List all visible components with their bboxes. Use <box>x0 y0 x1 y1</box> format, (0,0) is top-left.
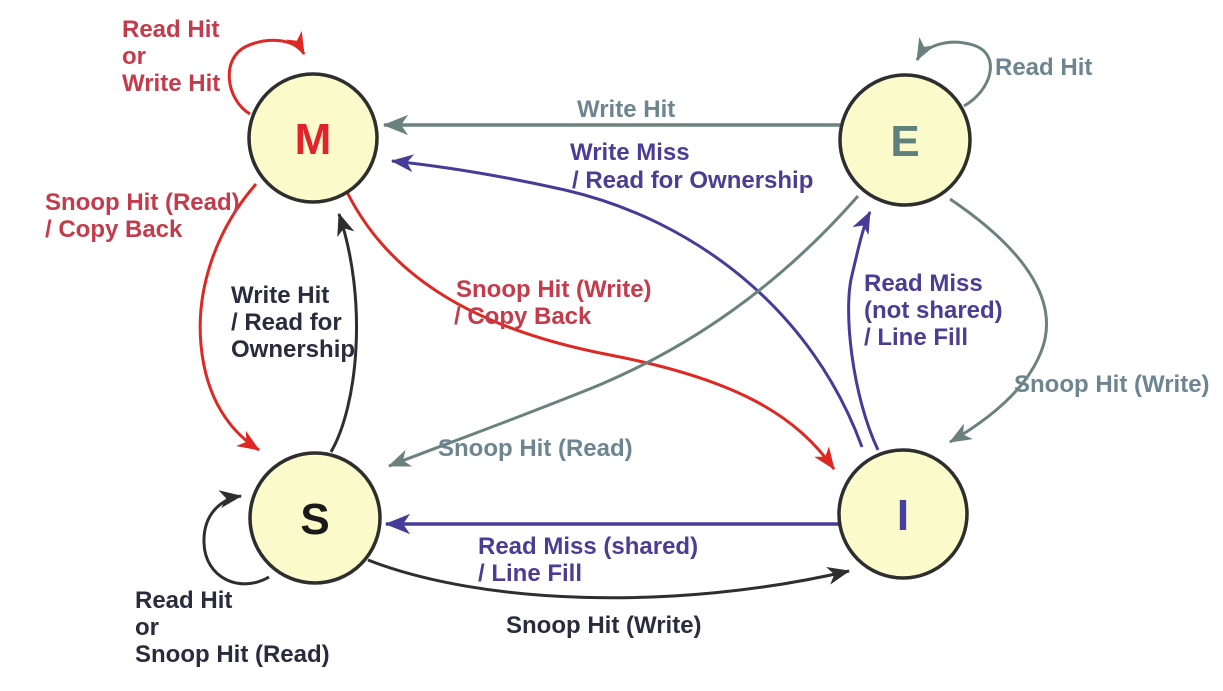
edge-e-self-loop <box>915 36 992 108</box>
edge-m-to-s <box>198 183 260 452</box>
edge-m-self-loop <box>227 30 306 116</box>
label-i-to-m-line2: / Read for Ownership <box>572 167 813 194</box>
label-e-to-s: Snoop Hit (Read) <box>438 435 633 462</box>
edge-e-to-i <box>949 197 1049 444</box>
label-m-self-line3: Write Hit <box>122 70 220 97</box>
label-i-to-e-line1: Read Miss <box>864 270 983 297</box>
label-m-self-line1: Read Hit <box>122 16 219 43</box>
label-s-to-m-line1: Write Hit <box>231 282 329 309</box>
node-s: S <box>248 451 382 585</box>
label-m-to-s-line1: Snoop Hit (Read) <box>45 189 240 216</box>
label-m-to-s-line2: / Copy Back <box>45 216 183 243</box>
label-i-to-m-line1: Write Miss <box>570 139 690 166</box>
edge-s-to-m <box>329 212 359 453</box>
label-e-to-i: Snoop Hit (Write) <box>1014 371 1210 398</box>
label-s-to-i: Snoop Hit (Write) <box>506 612 702 639</box>
node-s-label: S <box>300 495 329 544</box>
edge-i-to-m <box>390 154 864 448</box>
node-i-label: I <box>897 491 909 540</box>
edge-i-to-e <box>847 210 880 451</box>
label-s-to-m-line3: Ownership <box>231 336 355 363</box>
edge-s-self-loop <box>202 490 270 586</box>
label-s-self-line1: Read Hit <box>135 587 232 614</box>
node-m-circle <box>247 72 379 204</box>
label-e-self: Read Hit <box>995 54 1092 81</box>
node-s-circle <box>248 451 382 585</box>
label-s-self-line2: or <box>135 614 159 641</box>
label-m-to-i-line1: Snoop Hit (Write) <box>456 276 652 303</box>
label-s-self-line3: Snoop Hit (Read) <box>135 641 330 668</box>
node-e-circle <box>838 73 972 207</box>
edge-e-to-s <box>387 195 860 468</box>
node-m-label: M <box>295 115 332 164</box>
label-m-self-line2: or <box>122 43 146 70</box>
label-i-to-e-line2: (not shared) <box>864 297 1003 324</box>
label-s-to-m-line2: / Read for <box>231 309 342 336</box>
label-i-to-s-line1: Read Miss (shared) <box>478 533 698 560</box>
node-i-circle <box>837 448 969 580</box>
node-m: M <box>247 72 379 204</box>
edge-m-to-i <box>344 189 836 470</box>
label-e-to-m: Write Hit <box>577 96 675 123</box>
node-e: E <box>838 73 972 207</box>
node-e-label: E <box>890 117 919 166</box>
label-i-to-e-line3: / Line Fill <box>864 324 968 351</box>
edge-s-to-i <box>367 558 851 600</box>
label-m-to-i-line2: / Copy Back <box>454 303 592 330</box>
node-i: I <box>837 448 969 580</box>
label-i-to-s-line2: / Line Fill <box>478 560 582 587</box>
